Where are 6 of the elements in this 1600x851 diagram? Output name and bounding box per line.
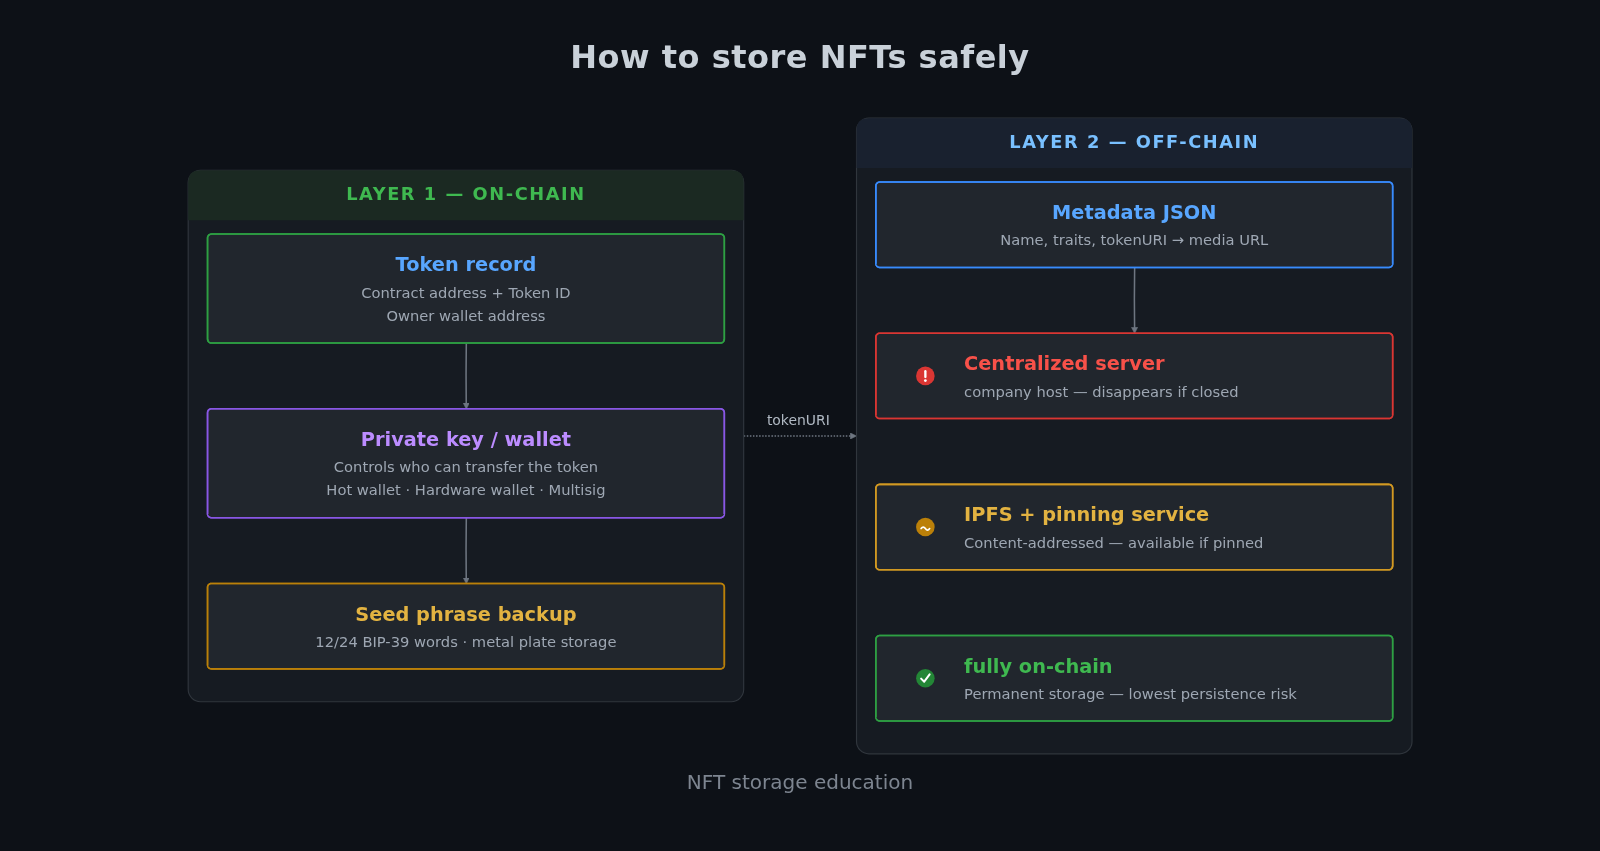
edge-label: tokenURI <box>766 411 830 428</box>
diagram-caption: NFT storage education <box>686 770 914 794</box>
diagram-title: How to store NFTs safely <box>570 38 1030 76</box>
arrow <box>462 342 470 410</box>
arrow <box>1131 267 1138 334</box>
arrow <box>462 517 470 585</box>
